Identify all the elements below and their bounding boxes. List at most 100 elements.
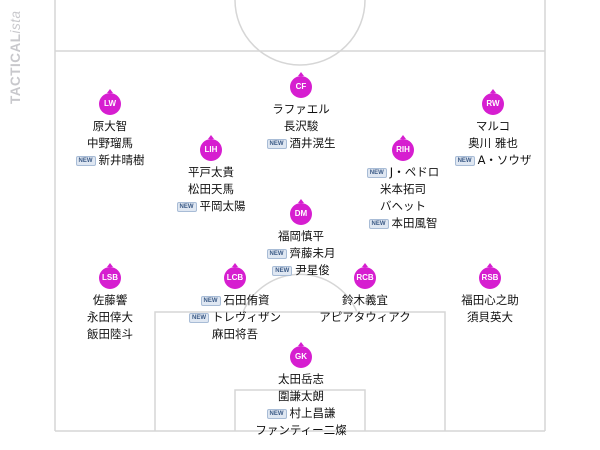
position-marker-lsb[interactable]: LSB [98, 263, 122, 291]
position-marker-rw[interactable]: RW [481, 89, 505, 117]
player-name: 齊藤未月 [289, 246, 336, 260]
player-entry[interactable]: マルコ [418, 118, 568, 135]
new-player-badge: NEW [176, 202, 197, 212]
player-entry[interactable]: ラファエル [226, 101, 376, 118]
player-entry[interactable]: 奥川 雅也 [418, 135, 568, 152]
center-circle [234, 0, 366, 66]
penalty-box [154, 311, 446, 431]
position-marker-gk[interactable]: GK [289, 342, 313, 370]
player-entry[interactable]: 長沢駿 [226, 118, 376, 135]
player-entry[interactable]: 中野瑠馬 [35, 135, 185, 152]
player-name: 新井晴樹 [98, 153, 145, 167]
position-marker-rcb[interactable]: RCB [353, 263, 377, 291]
player-entry[interactable]: ファンティー二燦 [226, 422, 376, 439]
penalty-arc [242, 273, 358, 313]
player-name: 松田天馬 [188, 182, 234, 196]
player-entry[interactable]: 麻田将吾 [160, 326, 310, 343]
player-entry[interactable]: 佐藤響 [35, 292, 185, 309]
player-name: マルコ [475, 119, 511, 133]
position-label: RW [482, 93, 504, 115]
marker-pointer-icon [298, 72, 304, 76]
marker-pointer-icon [490, 89, 496, 93]
player-name: トレヴィザン [212, 310, 281, 324]
new-player-badge: NEW [189, 313, 209, 323]
position-label: LIH [200, 139, 222, 161]
player-entry[interactable]: 太田岳志 [226, 371, 376, 388]
player-name: バヘット [380, 199, 426, 213]
position-label: CF [290, 76, 312, 98]
new-player-badge: NEW [366, 168, 387, 178]
position-marker-rsb[interactable]: RSB [478, 263, 502, 291]
new-player-badge: NEW [266, 249, 287, 259]
new-player-badge: NEW [266, 139, 287, 149]
player-name: 尹星俊 [295, 263, 330, 277]
player-name: A・ソウザ [477, 153, 532, 167]
player-entry[interactable]: 平戸太貴 [136, 164, 286, 181]
marker-pointer-icon [208, 135, 214, 139]
goal-box [234, 389, 366, 431]
marker-pointer-icon [362, 263, 368, 267]
position-marker-lw[interactable]: LW [98, 89, 122, 117]
position-label: LW [99, 93, 121, 115]
player-entry[interactable]: バヘット [328, 198, 478, 215]
player-list: 福田心之助須貝英大 [415, 292, 565, 326]
player-name: 平岡太陽 [199, 199, 246, 213]
position-label: DM [290, 203, 312, 225]
player-entry[interactable]: 鈴木義宜 [290, 292, 440, 309]
position-rsb: RSB 福田心之助須貝英大 [415, 263, 565, 326]
position-label: LCB [224, 267, 246, 289]
player-entry[interactable]: 圍謙太朗 [226, 388, 376, 405]
player-entry[interactable]: 福田心之助 [415, 292, 565, 309]
marker-pointer-icon [232, 263, 238, 267]
player-name: 永田倖大 [87, 310, 133, 324]
player-entry[interactable]: 永田倖大 [35, 309, 185, 326]
player-name: ファンティー二燦 [255, 423, 347, 437]
position-label: RCB [354, 267, 376, 289]
player-entry[interactable]: アピアタウィアク [290, 309, 440, 326]
position-marker-dm[interactable]: DM [289, 199, 313, 227]
position-marker-lih[interactable]: LIH [199, 135, 223, 163]
player-entry[interactable]: 須貝英大 [415, 309, 565, 326]
player-entry[interactable]: 松田天馬 [136, 181, 286, 198]
player-name: 佐藤響 [92, 293, 128, 307]
player-name: 飯田陸斗 [87, 327, 133, 341]
player-name: 石田侑資 [223, 293, 270, 307]
position-label: RIH [392, 139, 414, 161]
player-entry[interactable]: 原大智 [35, 118, 185, 135]
new-player-badge: NEW [272, 266, 293, 276]
marker-pointer-icon [400, 135, 406, 139]
player-entry[interactable]: 福岡慎平 [226, 228, 376, 245]
position-label: RSB [479, 267, 501, 289]
player-name: 須貝英大 [467, 310, 513, 324]
player-name: 本田風智 [391, 216, 438, 230]
player-entry[interactable]: 飯田陸斗 [35, 326, 185, 343]
player-name: 米本拓司 [380, 182, 426, 196]
position-marker-cf[interactable]: CF [289, 72, 313, 100]
player-name: アピアタウィアク [319, 310, 411, 324]
position-marker-lcb[interactable]: LCB [223, 263, 247, 291]
new-player-badge: NEW [75, 156, 96, 166]
player-entry[interactable]: 米本拓司 [328, 181, 478, 198]
position-marker-rih[interactable]: RIH [391, 135, 415, 163]
